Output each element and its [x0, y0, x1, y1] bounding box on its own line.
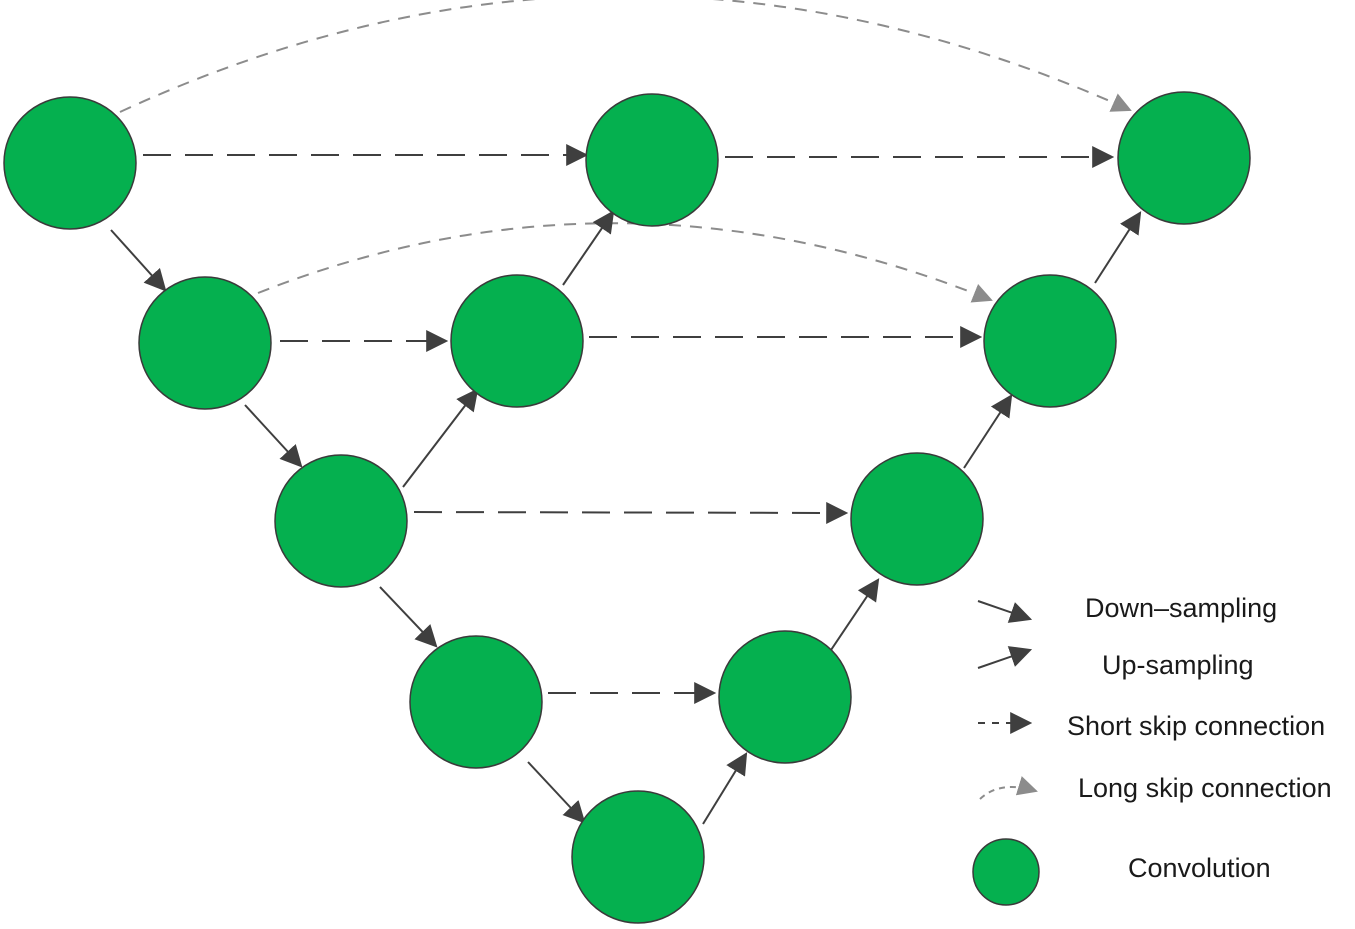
convolution-node-x00 [3, 96, 137, 230]
convolution-node-x31 [718, 630, 852, 764]
convolution-node-x20 [274, 454, 408, 588]
convolution-node-x01 [585, 93, 719, 227]
long-skip-x10-x12 [257, 222, 993, 303]
legend: Down–sampling Up-sampling Short skip con… [972, 593, 1332, 906]
convolution-node-x10 [138, 276, 272, 410]
convolution-node-x40 [571, 790, 705, 924]
legend-short-skip-label: Short skip connection [1067, 711, 1325, 741]
down-sampling-x30-x40 [527, 761, 586, 824]
short-skip-x20-x22 [413, 501, 849, 524]
up-sampling-x31-x22 [830, 578, 880, 651]
convolution-node-x03 [1117, 91, 1251, 225]
legend-up-sampling-icon [977, 646, 1033, 669]
convolution-node-x30 [409, 635, 543, 769]
up-sampling-x22-x12 [963, 394, 1013, 469]
long-skip-x00-x03 [119, 0, 1132, 113]
convolution-node-x11 [450, 274, 584, 408]
up-sampling-x20-x11 [402, 388, 479, 488]
legend-down-sampling-icon [977, 600, 1033, 623]
convolution-node-x22 [850, 452, 984, 586]
up-sampling-x10-x01 [562, 210, 615, 286]
up-sampling-x12-x03 [1094, 211, 1142, 284]
legend-convolution-label: Convolution [1128, 853, 1271, 883]
down-sampling-x10-x20 [244, 404, 303, 468]
convolution-node-x12 [983, 274, 1117, 408]
down-sampling-x20-x30 [379, 586, 438, 648]
legend-long-skip-label: Long skip connection [1078, 773, 1332, 803]
up-sampling-x40-x31 [702, 752, 748, 825]
down-sampling-x00-x10 [110, 229, 167, 292]
legend-up-sampling-label: Up-sampling [1102, 650, 1254, 680]
legend-convolution-icon [972, 838, 1040, 906]
legend-down-sampling-label: Down–sampling [1085, 593, 1277, 623]
legend-long-skip-icon [979, 776, 1038, 800]
